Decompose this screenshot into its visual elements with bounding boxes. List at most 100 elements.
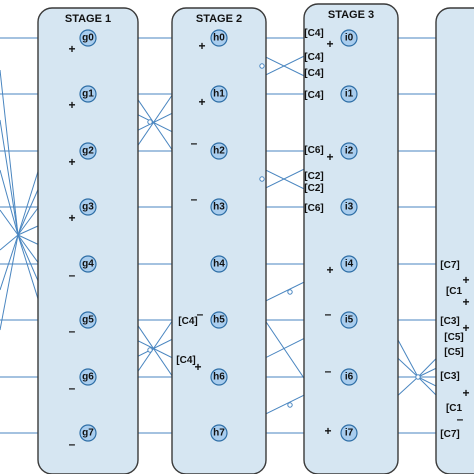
stage1-sign-2: + xyxy=(68,155,75,169)
input-line-5 xyxy=(0,234,19,291)
stage2-sign-6: + xyxy=(194,360,201,374)
node-circle-i2 xyxy=(340,142,358,160)
node-circle-g1 xyxy=(79,85,97,103)
stage1-sign-7: – xyxy=(69,437,76,451)
node-i1: i1 xyxy=(340,85,358,103)
node-circle-h1 xyxy=(210,85,228,103)
stage4-coef-2: [C3] xyxy=(440,316,459,327)
node-g4: g4 xyxy=(79,255,97,273)
stage3-sign-2: + xyxy=(326,150,333,164)
junction-3 xyxy=(259,176,265,182)
stage1-sign-3: + xyxy=(68,211,75,225)
stage1-sign-0: + xyxy=(68,42,75,56)
node-i4: i4 xyxy=(340,255,358,273)
stage2-sign-2: – xyxy=(191,136,198,150)
stage2-sign-0: + xyxy=(198,39,205,53)
input-line-6 xyxy=(0,234,19,331)
node-circle-h5 xyxy=(210,311,228,329)
stage3-coef-6: [C2] xyxy=(304,183,323,194)
stage4-coef-6: [C1 xyxy=(446,403,463,414)
stage4-coef-1: [C1 xyxy=(446,286,463,297)
node-i7: i7 xyxy=(340,424,358,442)
node-label-h5: h5 xyxy=(213,315,225,326)
node-h0: h0 xyxy=(210,29,228,47)
stage3-sign-0: + xyxy=(326,37,333,51)
node-circle-i0 xyxy=(340,29,358,47)
node-circle-i6 xyxy=(340,368,358,386)
node-label-i3: i3 xyxy=(345,202,354,213)
node-label-g7: g7 xyxy=(82,428,94,439)
input-line-3 xyxy=(0,209,19,236)
node-g3: g3 xyxy=(79,198,97,216)
node-h5: h5 xyxy=(210,311,228,329)
node-circle-g6 xyxy=(79,368,97,386)
node-circle-h4 xyxy=(210,255,228,273)
node-label-i1: i1 xyxy=(345,89,354,100)
node-h3: h3 xyxy=(210,198,228,216)
node-h2: h2 xyxy=(210,142,228,160)
stage1-sign-6: – xyxy=(69,381,76,395)
junction-6 xyxy=(415,374,421,380)
node-i0: i0 xyxy=(340,29,358,47)
node-circle-g2 xyxy=(79,142,97,160)
node-label-i7: i7 xyxy=(345,428,354,439)
stage4-coef-4: [C5] xyxy=(444,347,463,358)
node-circle-h3 xyxy=(210,198,228,216)
stage-1-panel xyxy=(37,7,139,474)
node-i5: i5 xyxy=(340,311,358,329)
node-label-g0: g0 xyxy=(82,33,94,44)
node-h4: h4 xyxy=(210,255,228,273)
node-i3: i3 xyxy=(340,198,358,216)
node-i2: i2 xyxy=(340,142,358,160)
stage4-sign-4: – xyxy=(457,412,464,426)
node-label-i6: i6 xyxy=(345,372,354,383)
node-circle-i3 xyxy=(340,198,358,216)
stage3-coef-4: [C6] xyxy=(304,145,323,156)
node-label-h7: h7 xyxy=(213,428,225,439)
node-h7: h7 xyxy=(210,424,228,442)
node-circle-i7 xyxy=(340,424,358,442)
stage-2-panel xyxy=(171,7,267,474)
stage4-coef-7: [C7] xyxy=(440,429,459,440)
stage4-sign-2: + xyxy=(462,321,469,335)
overlay-layer: ++++––––++–––++++––+++++–[C4][C4][C4][C4… xyxy=(68,28,469,451)
stage-3-title: STAGE 3 xyxy=(328,9,374,21)
node-g6: g6 xyxy=(79,368,97,386)
node-circle-h7 xyxy=(210,424,228,442)
input-line-1 xyxy=(0,119,19,236)
stage4-coef-0: [C7] xyxy=(440,260,459,271)
node-label-i2: i2 xyxy=(345,146,354,157)
junction-4 xyxy=(287,289,293,295)
node-label-h6: h6 xyxy=(213,372,225,383)
node-label-g2: g2 xyxy=(82,146,94,157)
node-g2: g2 xyxy=(79,142,97,160)
stage2-sign-1: + xyxy=(198,95,205,109)
node-label-i5: i5 xyxy=(345,315,354,326)
stage3-sign-7: + xyxy=(324,424,331,438)
node-h1: h1 xyxy=(210,85,228,103)
stage3-coef-5: [C2] xyxy=(304,171,323,182)
node-circle-h2 xyxy=(210,142,228,160)
node-circle-i5 xyxy=(340,311,358,329)
node-label-g5: g5 xyxy=(82,315,94,326)
stage4-sign-3: + xyxy=(462,386,469,400)
node-i6: i6 xyxy=(340,368,358,386)
stage1-sign-1: + xyxy=(68,98,75,112)
node-label-g1: g1 xyxy=(82,89,94,100)
node-label-g4: g4 xyxy=(82,259,94,270)
stage1-sign-5: – xyxy=(69,324,76,338)
node-label-h1: h1 xyxy=(213,89,225,100)
nodes-layer: g0 g1 g2 g3 g4 g5 g6 g7 h0 h1 h2 h3 h4 h5 h6 h7 i0 i1 i2 i3… xyxy=(79,29,358,442)
stage-3-panel xyxy=(303,3,399,474)
stage-1-title: STAGE 1 xyxy=(65,13,111,25)
node-g5: g5 xyxy=(79,311,97,329)
stage-2-title: STAGE 2 xyxy=(196,13,242,25)
node-g0: g0 xyxy=(79,29,97,47)
stage3-coef-1: [C4] xyxy=(304,52,323,63)
junction-2 xyxy=(259,63,265,69)
node-label-g3: g3 xyxy=(82,202,94,213)
input-line-2 xyxy=(0,169,19,236)
stage4-coef-3: [C5] xyxy=(444,332,463,343)
stage3-coef-2: [C4] xyxy=(304,68,323,79)
